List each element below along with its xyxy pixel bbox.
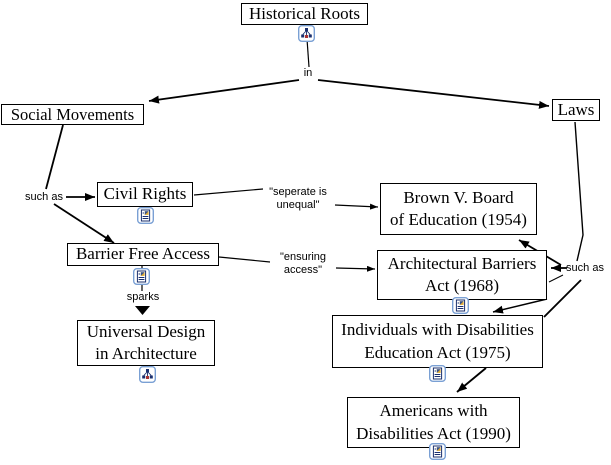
node-label: Brown V. Board xyxy=(403,187,514,207)
link-label-separate-is-unequal[interactable]: "seperate is unequal" xyxy=(262,186,334,212)
node-label: Historical Roots xyxy=(249,3,360,23)
link-label-line: access" xyxy=(283,263,323,276)
link-label-sparks[interactable]: sparks xyxy=(126,291,160,303)
node-idea-1975[interactable]: Individuals with Disabilities Education … xyxy=(332,315,543,368)
document-resource-icon[interactable] xyxy=(429,443,446,460)
link-label-line: unequal" xyxy=(276,198,320,211)
edge-suchas-to-ada-upper[interactable] xyxy=(543,279,582,318)
node-label: Barrier Free Access xyxy=(75,244,211,264)
node-civil-rights[interactable]: Civil Rights xyxy=(97,182,193,207)
node-label: Social Movements xyxy=(10,104,135,124)
node-label: of Education (1954) xyxy=(390,210,527,229)
link-label-in[interactable]: in xyxy=(303,67,313,79)
edge-in-to-laws[interactable] xyxy=(317,79,550,109)
node-label: in Architecture xyxy=(95,344,197,363)
edge-idea-to-ada[interactable] xyxy=(456,367,487,393)
document-resource-icon[interactable] xyxy=(137,207,154,224)
edge-in-to-social-movements[interactable] xyxy=(148,79,300,104)
node-barrier-free-access[interactable]: Barrier Free Access xyxy=(67,243,219,266)
edge-barrier-to-ensuring-label[interactable] xyxy=(218,256,271,263)
node-social-movements[interactable]: Social Movements xyxy=(1,104,144,125)
edge-separate-to-brown[interactable] xyxy=(334,203,379,210)
edge-social-to-suchas[interactable] xyxy=(45,124,64,190)
node-label: Universal Design xyxy=(86,321,206,341)
link-label-line: "seperate is xyxy=(269,186,327,198)
concept-map-icon[interactable] xyxy=(298,25,315,42)
link-label-such-as-left[interactable]: such as xyxy=(25,191,63,203)
link-label-ensuring-access[interactable]: "ensuring access" xyxy=(272,251,334,277)
node-label: Laws xyxy=(557,99,595,119)
node-label: Individuals with Disabilities xyxy=(341,320,534,340)
document-resource-icon[interactable] xyxy=(452,297,469,314)
edge-laws-to-suchas[interactable] xyxy=(574,121,584,262)
node-label: Education Act (1975) xyxy=(364,342,511,362)
node-ada-1990[interactable]: Americans with Disabilities Act (1990) xyxy=(347,397,520,448)
edge-architectural-to-idea[interactable] xyxy=(492,298,548,314)
node-label: Civil Rights xyxy=(103,184,187,204)
edge-suchas-to-architectural-anchor[interactable] xyxy=(548,274,564,283)
node-historical-roots[interactable]: Historical Roots xyxy=(241,3,368,25)
edge-sparks-to-universal-arrowhead[interactable] xyxy=(135,306,150,315)
link-label-such-as-right[interactable]: such as xyxy=(566,262,604,274)
node-label: Architectural Barriers xyxy=(387,253,537,273)
edge-ensuring-to-architectural[interactable] xyxy=(335,265,376,272)
node-laws[interactable]: Laws xyxy=(552,99,600,121)
node-label: Act (1968) xyxy=(424,276,500,295)
node-label: Americans with xyxy=(379,401,488,421)
concept-map-icon[interactable] xyxy=(139,366,156,383)
node-label: Disabilities Act (1990) xyxy=(356,423,511,443)
document-resource-icon[interactable] xyxy=(429,365,446,382)
edge-civil-to-separate-label[interactable] xyxy=(193,188,264,196)
node-universal-design[interactable]: Universal Design in Architecture xyxy=(77,320,215,366)
edge-suchas-to-barrier-free[interactable] xyxy=(53,203,115,244)
node-architectural-barriers-act[interactable]: Architectural Barriers Act (1968) xyxy=(377,250,547,300)
link-label-line: "ensuring xyxy=(279,251,327,263)
document-resource-icon[interactable] xyxy=(133,268,150,285)
node-brown-v-board[interactable]: Brown V. Board of Education (1954) xyxy=(380,183,537,235)
